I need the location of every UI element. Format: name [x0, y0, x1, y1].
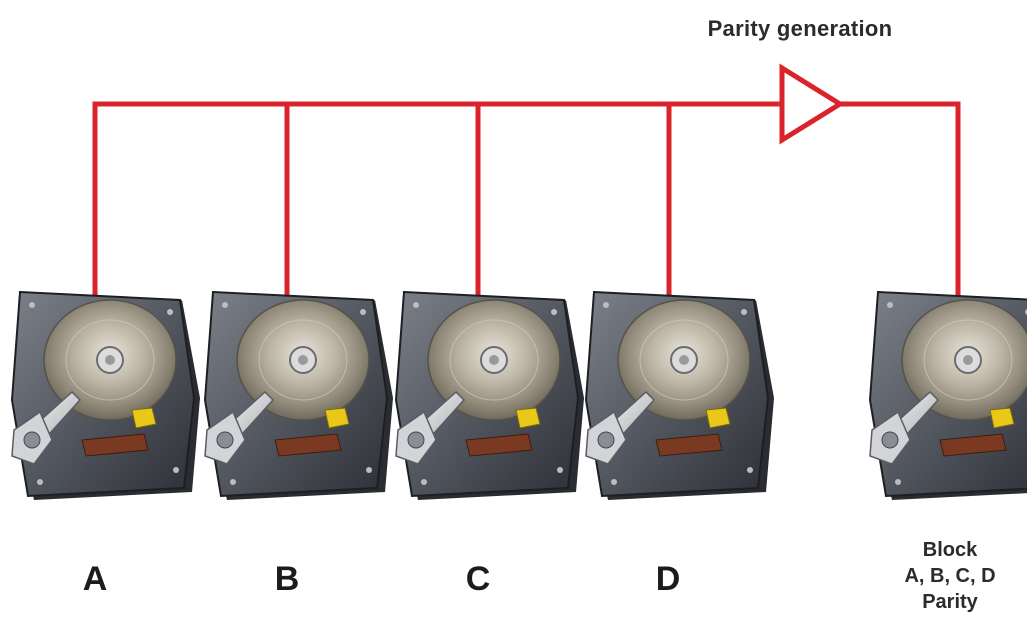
output-line	[840, 101, 961, 296]
main-bus-line	[92, 101, 782, 295]
parity-label-line: Block	[922, 539, 978, 561]
disk-label-c: C	[465, 560, 491, 598]
parity-label-line: A, B, C, D	[904, 565, 996, 587]
hard-drive-icon	[395, 291, 585, 501]
disk-label-a: A	[82, 560, 108, 598]
parity-disk-label: Block A, B, C, D Parity	[870, 537, 1027, 615]
hard-drive-icon	[869, 291, 1027, 501]
disk-label-d: D	[655, 560, 681, 598]
parity-generator-triangle-icon	[779, 63, 845, 145]
diagram-title: Parity generation	[707, 16, 893, 41]
hard-drive-icon	[585, 291, 775, 501]
hard-drive-icon	[204, 291, 394, 501]
parity-label-line: Parity	[922, 591, 978, 613]
parity-bus	[92, 101, 961, 296]
hard-drive-icon	[11, 291, 201, 501]
disk-label-b: B	[274, 560, 300, 598]
